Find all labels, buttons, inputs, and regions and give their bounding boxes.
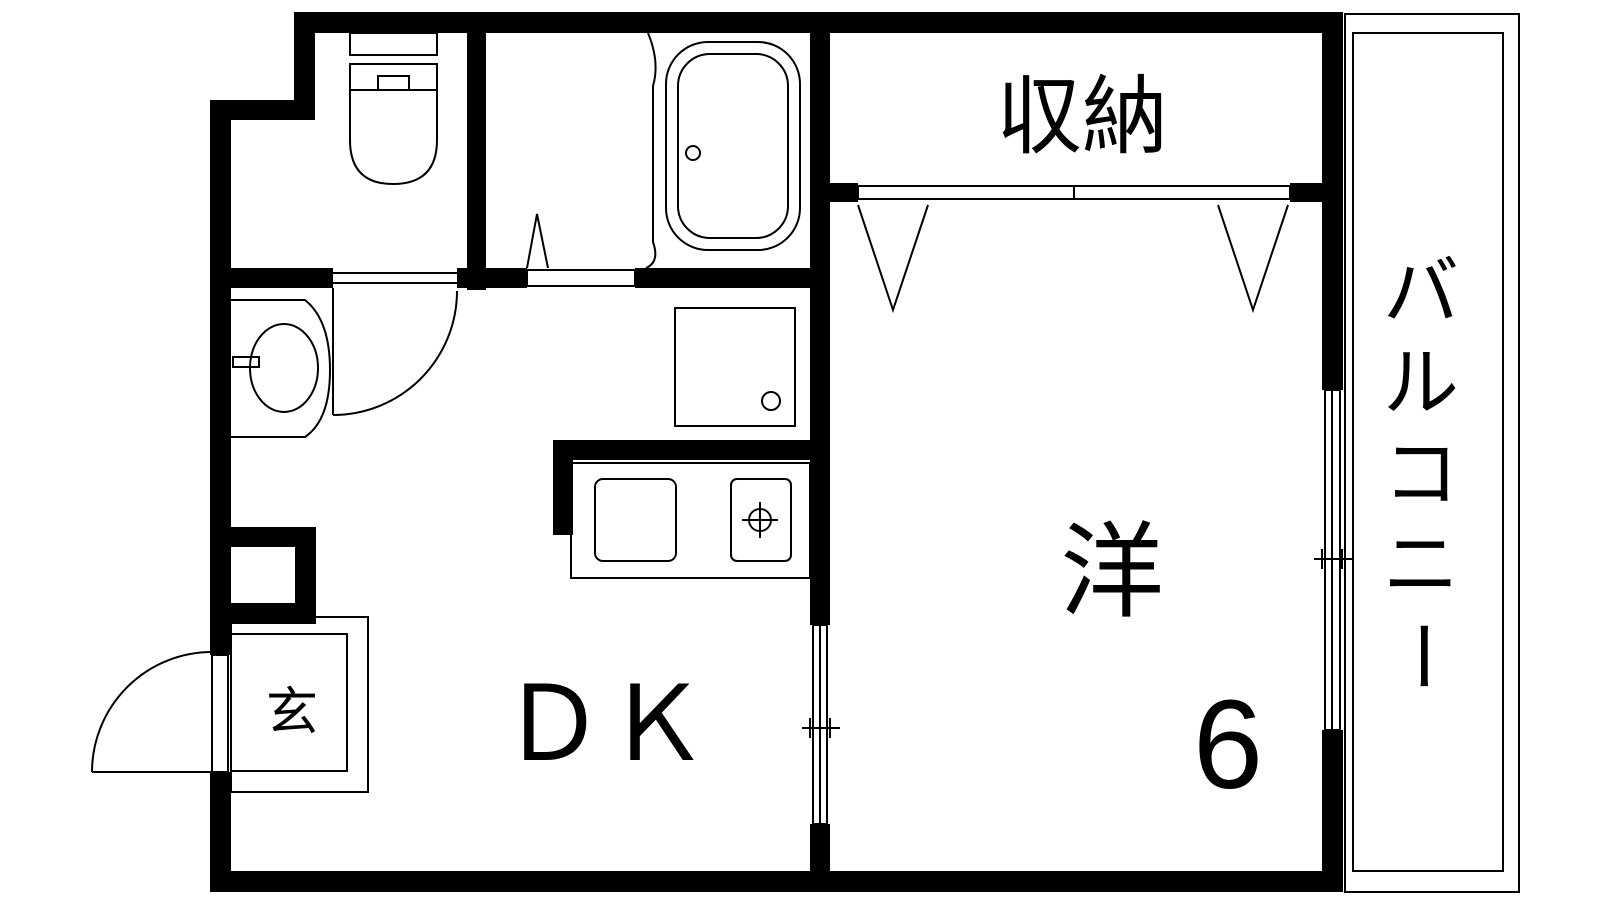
entrance-area [230, 616, 369, 793]
interior-walls [210, 12, 1342, 892]
balcony-label-char: ニ [1383, 520, 1459, 609]
washbasin-icon [231, 299, 332, 438]
washing-machine-icon [674, 307, 796, 427]
washroom-door-icon [332, 272, 458, 416]
balcony-label-char: ル [1383, 338, 1459, 427]
balcony-label-char: ー [1377, 618, 1466, 694]
bathroom-door-icon [526, 213, 636, 287]
kitchen-counter-icon [570, 462, 811, 579]
western-room-label: 洋 [1060, 511, 1164, 633]
closet-sliding-door-icon [857, 185, 1291, 314]
storage-label: 収納 [996, 67, 1168, 167]
dining-kitchen-label: ＤＫ [501, 663, 709, 785]
balcony-label: バ ル コ ニ ー [1377, 247, 1466, 694]
entrance-label: 玄 [266, 683, 318, 743]
toilet-icon [349, 32, 438, 186]
window-balcony-icon [1314, 389, 1352, 731]
balcony-label-char: バ [1383, 247, 1459, 336]
window-dk-icon [802, 624, 840, 825]
entrance-door-icon [91, 651, 229, 773]
bathtub-icon [645, 32, 801, 269]
western-room-size: 6 [1193, 674, 1263, 815]
balcony-label-char: コ [1383, 429, 1459, 518]
balcony [1344, 13, 1520, 893]
stove-burner-icon [742, 502, 778, 538]
